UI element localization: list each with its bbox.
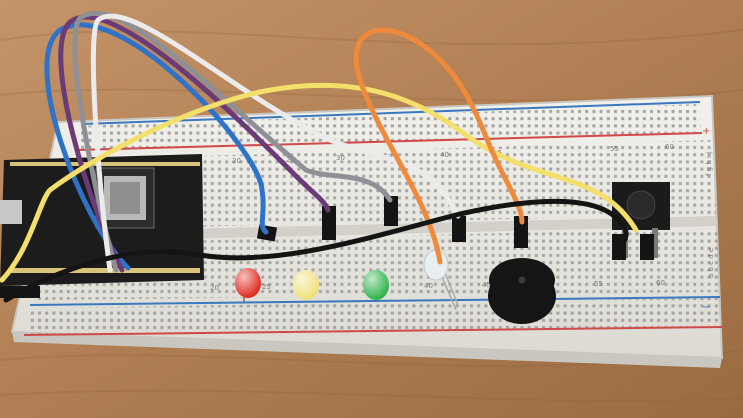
column-label-top-60: 60 xyxy=(665,143,674,151)
column-label-bottom-55: 55 xyxy=(594,280,603,288)
usb-port xyxy=(0,200,22,224)
row-letters-bottom: a b c d e xyxy=(707,248,715,278)
minus-sign: − xyxy=(702,302,710,313)
red-led xyxy=(235,268,261,302)
column-label-bottom-45: 45 xyxy=(482,281,491,289)
column-label-top-35: 35 xyxy=(388,153,397,161)
terminal-strip-top xyxy=(60,140,716,230)
pin-header xyxy=(10,162,200,273)
green-led xyxy=(363,270,389,300)
purple-wire xyxy=(58,14,331,273)
buzzer xyxy=(488,258,556,324)
orange-wire xyxy=(353,27,525,265)
column-label-bottom-40: 40 xyxy=(424,282,433,290)
yellow-led xyxy=(293,270,319,300)
column-label-bottom-20: 20 xyxy=(210,284,219,292)
column-label-top-55: 55 xyxy=(610,145,619,153)
plus-sign: + xyxy=(702,126,710,137)
center-channel xyxy=(56,216,717,242)
column-label-top-30: 30 xyxy=(336,154,345,162)
column-label-top-20: 20 xyxy=(232,157,241,165)
row-letters-top: f g h i j xyxy=(705,152,713,176)
rail-signs: + − xyxy=(702,126,710,313)
column-label-bottom-60: 60 xyxy=(656,279,665,287)
button-cap xyxy=(626,190,656,220)
column-label-top-40: 40 xyxy=(440,151,449,159)
jumper-wires xyxy=(0,10,639,303)
column-label-bottom-25: 25 xyxy=(262,283,271,291)
blue-wire xyxy=(44,22,269,271)
breadboard-bottom-edge xyxy=(12,332,722,368)
gray-wire xyxy=(72,10,393,273)
black-wire xyxy=(3,198,629,303)
yellow-wire xyxy=(0,82,639,283)
